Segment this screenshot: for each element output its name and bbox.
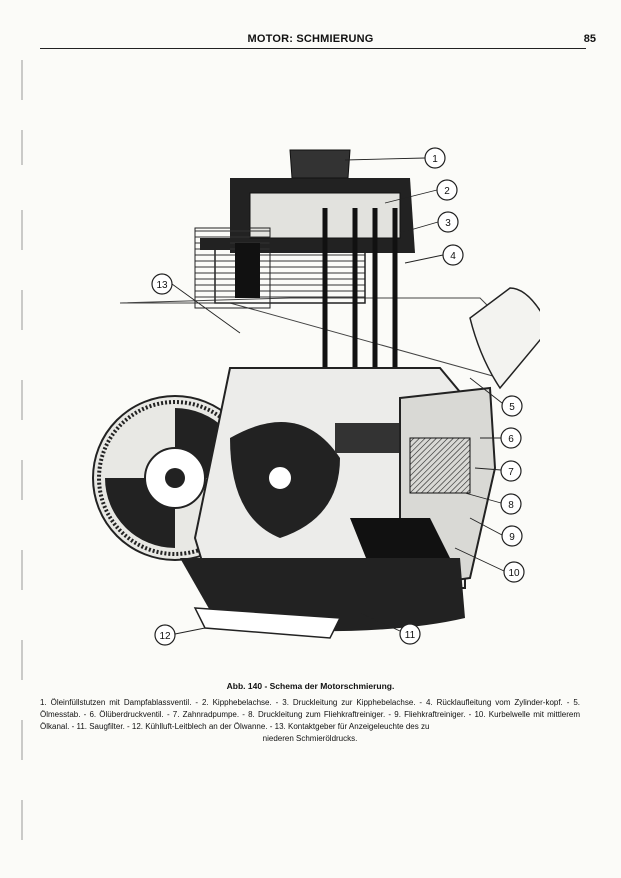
callout-8: 8 bbox=[508, 500, 514, 511]
figure-caption-title: Abb. 140 - Schema der Motorschmierung. bbox=[226, 681, 395, 691]
margin-marks bbox=[21, 60, 23, 840]
callout-1: 1 bbox=[432, 154, 438, 165]
callout-13: 13 bbox=[156, 280, 168, 291]
callout-3: 3 bbox=[445, 218, 451, 229]
header-rule bbox=[40, 48, 586, 49]
callout-4: 4 bbox=[450, 251, 456, 262]
callout-6: 6 bbox=[508, 434, 514, 445]
callout-10: 10 bbox=[508, 568, 520, 579]
callout-leaders bbox=[171, 157, 505, 635]
callout-7: 7 bbox=[508, 467, 514, 478]
engine-illustration bbox=[92, 149, 540, 639]
callout-12: 12 bbox=[159, 631, 171, 642]
callout-11: 11 bbox=[405, 630, 416, 641]
callout-markers bbox=[151, 147, 525, 646]
page-title: MOTOR: SCHMIERUNG bbox=[247, 33, 374, 45]
callout-9: 9 bbox=[509, 532, 515, 543]
callout-5: 5 bbox=[509, 402, 515, 413]
engine-lubrication-diagram: 1 2 3 4 5 6 7 8 9 10 11 12 13 bbox=[92, 147, 540, 646]
figure-caption-body: 1. Öleinfüllstutzen mit Dampfablassventi… bbox=[40, 697, 580, 745]
caption-text: 1. Öleinfüllstutzen mit Dampfablassventi… bbox=[40, 698, 580, 731]
page-number: 85 bbox=[583, 33, 596, 45]
callout-2: 2 bbox=[444, 186, 450, 197]
caption-last-line: niederen Schmieröldrucks. bbox=[262, 734, 358, 743]
